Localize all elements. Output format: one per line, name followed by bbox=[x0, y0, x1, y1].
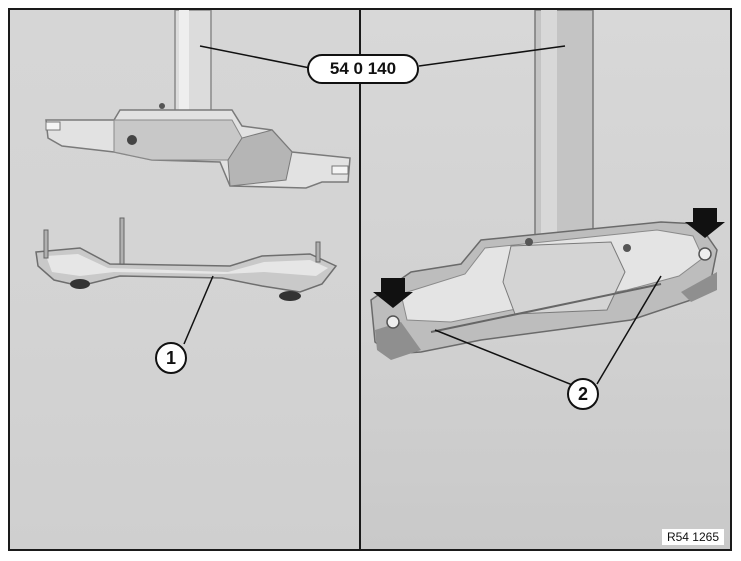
assembly-right-foot bbox=[681, 272, 717, 302]
tool-head-side bbox=[227, 129, 293, 187]
callout-2-leader-left bbox=[434, 329, 576, 387]
bracket-left-pin bbox=[43, 229, 49, 259]
bracket-left-foot bbox=[70, 279, 90, 289]
callout-1: 1 bbox=[155, 342, 187, 374]
tool-installed-illustration bbox=[370, 10, 725, 387]
tool-head-pin bbox=[159, 103, 165, 109]
tool-head-right-tab bbox=[331, 165, 349, 175]
tool-shaft-highlight bbox=[179, 10, 189, 118]
callout-2-leader-right bbox=[596, 275, 662, 385]
callout-2: 2 bbox=[567, 378, 599, 410]
installed-tool-shaft-highlight bbox=[541, 10, 557, 254]
assembly-left-foot bbox=[375, 322, 421, 360]
center-bolt-2 bbox=[623, 244, 631, 252]
tool-head-left-tab bbox=[45, 121, 61, 131]
assembly-bracket-edge bbox=[430, 283, 662, 333]
right-bolt bbox=[698, 247, 712, 261]
bracket-center-pin bbox=[119, 217, 125, 265]
panel-left: 1 bbox=[10, 10, 359, 549]
tool-label-leader-left bbox=[199, 45, 311, 69]
arrow-down-icon bbox=[685, 208, 725, 238]
figure-frame: 1 2 54 0 140 bbox=[8, 8, 732, 551]
left-bolt bbox=[386, 315, 400, 329]
panel-right: 2 bbox=[361, 10, 730, 549]
tool-head-bolt bbox=[127, 135, 137, 145]
tool-label-leader-right bbox=[418, 45, 566, 67]
bracket-body bbox=[35, 247, 338, 293]
arrow-down-icon bbox=[373, 278, 413, 308]
center-bolt bbox=[525, 238, 533, 246]
tool-number-label: 54 0 140 bbox=[307, 54, 419, 84]
bracket-right-foot bbox=[279, 291, 301, 301]
callout-1-leader bbox=[183, 275, 214, 345]
panel-divider bbox=[359, 10, 361, 549]
reference-code: R54 1265 bbox=[661, 529, 724, 545]
bracket-top-face bbox=[46, 254, 328, 276]
bracket-right-pin bbox=[315, 241, 321, 263]
tool-and-bracket-illustration bbox=[35, 10, 351, 345]
assembly-center-block bbox=[502, 241, 626, 315]
